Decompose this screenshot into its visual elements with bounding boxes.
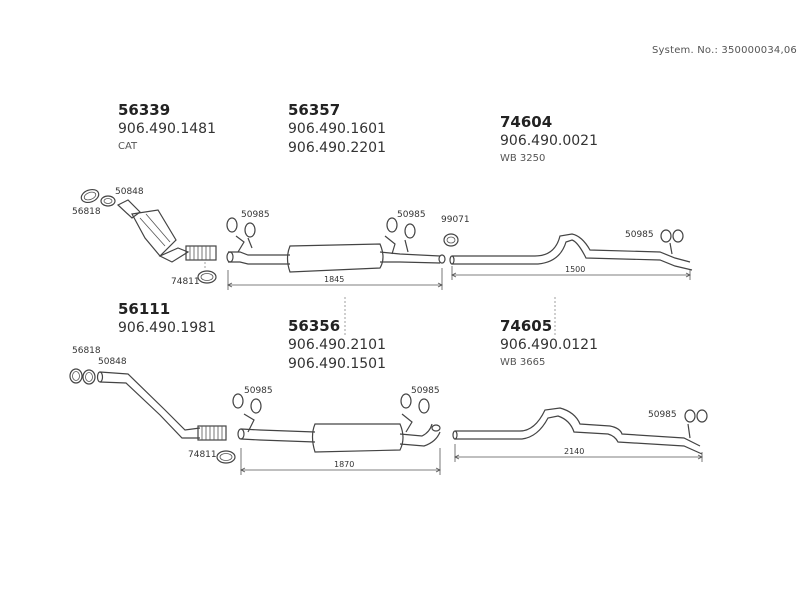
catalytic-converter: [116, 199, 190, 263]
callout-74811-r2: 74811: [188, 450, 217, 460]
sealing-ring-icon: [443, 233, 459, 247]
part-code-56111: 56111: [118, 300, 171, 318]
part-note-74605: WB 3665: [500, 357, 546, 368]
part-code-56356: 56356: [288, 317, 341, 335]
hanger-icon: [226, 217, 256, 253]
part-number-74604: 906.490.0021: [500, 133, 598, 149]
middle-silencer-pipe: [237, 423, 441, 453]
dimension-2140: 2140: [564, 447, 585, 456]
hanger-icon: [232, 393, 262, 433]
dimension-1845: 1845: [324, 275, 345, 284]
hanger-icon: [384, 217, 416, 255]
callout-50985-r2-c: 50985: [648, 410, 677, 420]
callout-56818-r2: 56818: [72, 346, 101, 356]
callout-50985-r1-c: 50985: [625, 230, 654, 240]
dimension-1870: 1870: [334, 460, 355, 469]
clamp-icon: [197, 262, 217, 284]
tail-pipe: [452, 407, 703, 455]
part-code-74604: 74604: [500, 113, 553, 131]
clamp-icon: [82, 369, 96, 385]
middle-silencer-pipe: [226, 243, 446, 273]
callout-50848-r1: 50848: [115, 187, 144, 197]
part-number-56356-b: 906.490.1501: [288, 356, 386, 372]
clamp-icon: [216, 450, 236, 464]
part-number-56339: 906.490.1481: [118, 121, 216, 137]
hanger-icon: [400, 393, 430, 433]
flex-pipe: [197, 425, 227, 441]
dimension-line: [451, 266, 691, 280]
callout-50848-r2: 50848: [98, 357, 127, 367]
part-code-74605: 74605: [500, 317, 553, 335]
part-number-56357-a: 906.490.1601: [288, 121, 386, 137]
flex-pipe: [185, 245, 217, 261]
callout-74811-r1: 74811: [171, 277, 200, 287]
tail-pipe: [449, 233, 693, 271]
part-number-56357-b: 906.490.2201: [288, 140, 386, 156]
dimension-1500: 1500: [565, 265, 586, 274]
dimension-line: [227, 268, 443, 290]
callout-50985-r1-b: 50985: [397, 210, 426, 220]
hanger-icon: [660, 229, 684, 255]
callout-50985-r2-a: 50985: [244, 386, 273, 396]
front-pipe: [96, 371, 201, 439]
dimension-line: [240, 448, 441, 475]
hanger-icon: [684, 409, 708, 439]
gasket-ring-icon: [80, 188, 100, 204]
dimension-line: [454, 444, 703, 462]
part-code-56357: 56357: [288, 101, 341, 119]
part-number-56356-a: 906.490.2101: [288, 337, 386, 353]
gasket-ring-icon: [69, 368, 83, 384]
callout-50985-r1-a: 50985: [241, 210, 270, 220]
callout-56818-r1: 56818: [72, 207, 101, 217]
part-number-74605: 906.490.0121: [500, 337, 598, 353]
part-code-56339: 56339: [118, 101, 171, 119]
part-note-74604: WB 3250: [500, 153, 546, 164]
callout-99071: 99071: [441, 215, 470, 225]
callout-50985-r2-b: 50985: [411, 386, 440, 396]
clamp-icon: [100, 195, 116, 207]
part-note-56339: CAT: [118, 141, 138, 152]
system-number: System. No.: 350000034,06: [652, 45, 797, 56]
part-number-56111: 906.490.1981: [118, 320, 216, 336]
